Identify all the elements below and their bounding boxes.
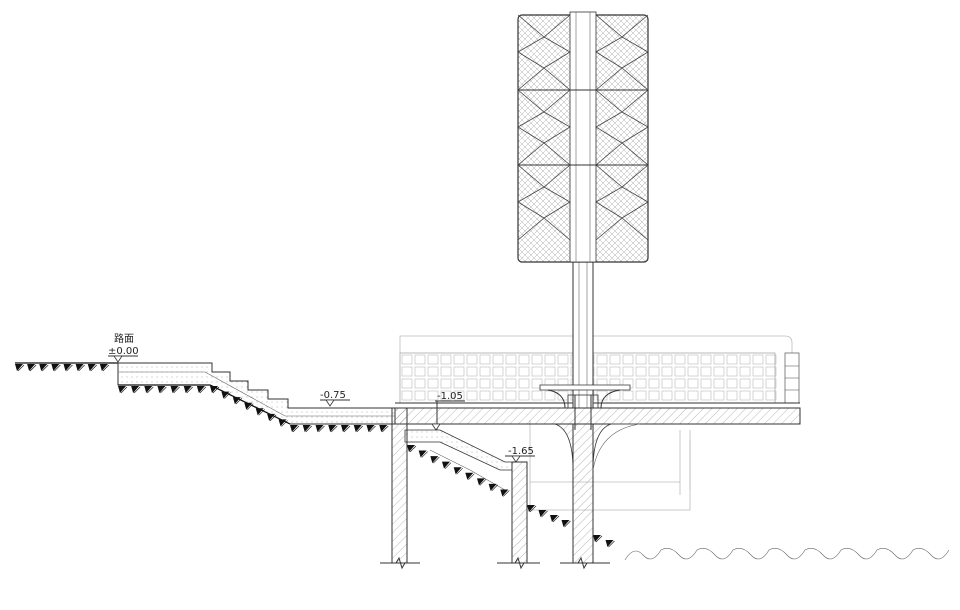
elevation-105: -1.05 [431,391,465,431]
road-surface-label: 路面 [114,332,134,345]
level-165-label: -1.65 [508,446,534,457]
elevation-marker-icon [431,423,441,431]
upper-stair [117,362,396,425]
elevation-marker-icon [325,399,335,407]
ground-under-stair [118,386,389,433]
sign-board [517,11,649,263]
ground-lower [407,445,615,548]
break-line-icon [380,556,610,570]
sign-pole [539,261,631,430]
level-075-label: -0.75 [320,390,346,401]
elevation-road: 路面 ±0.00 [108,332,139,363]
piers [391,407,641,564]
level-0-label: ±0.00 [108,346,139,357]
level-105-label: -1.05 [437,391,463,402]
ground-left [15,362,118,372]
deck-slab [394,402,801,425]
background-structure [529,420,691,511]
elevation-marker-icon [113,355,123,363]
elevation-075: -0.75 [320,390,350,407]
water-wave-icon [624,548,950,561]
lower-stair [404,429,513,491]
elevation-marker-icon [511,455,521,463]
elevation-165: -1.65 [505,446,535,463]
